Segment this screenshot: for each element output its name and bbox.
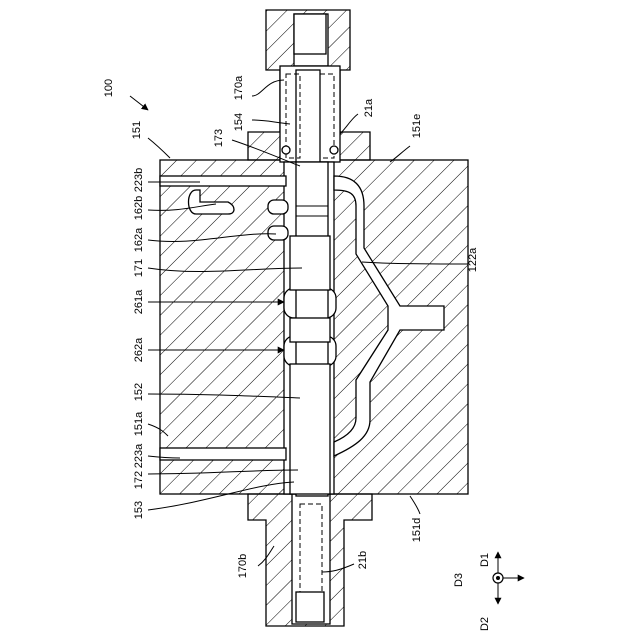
label-122a: 122a [467,247,479,272]
label-223a: 223a [133,443,145,468]
label-d2: D2 [479,617,491,631]
label-153: 153 [133,501,145,519]
label-173: 173 [213,129,225,147]
label-261a: 261a [133,289,145,314]
label-154: 154 [233,113,245,131]
label-d1: D1 [479,553,491,567]
label-223b: 223b [133,168,145,192]
label-151: 151 [131,121,143,139]
label-21a: 21a [363,98,375,117]
label-171: 171 [133,259,145,277]
label-162a: 162a [133,227,145,252]
label-162b: 162b [133,196,145,220]
label-170b: 170b [237,554,249,578]
label-151a: 151a [133,411,145,436]
label-262a: 262a [133,337,145,362]
label-21b: 21b [357,551,369,569]
label-170a: 170a [233,75,245,100]
label-152: 152 [133,383,145,401]
label-100: 100 [103,79,115,97]
label-172: 172 [133,471,145,489]
label-151e: 151e [411,114,423,138]
label-d3: D3 [453,573,465,587]
label-151d: 151d [411,518,423,542]
direction-indicator: D1 D3 D2 [453,552,524,631]
